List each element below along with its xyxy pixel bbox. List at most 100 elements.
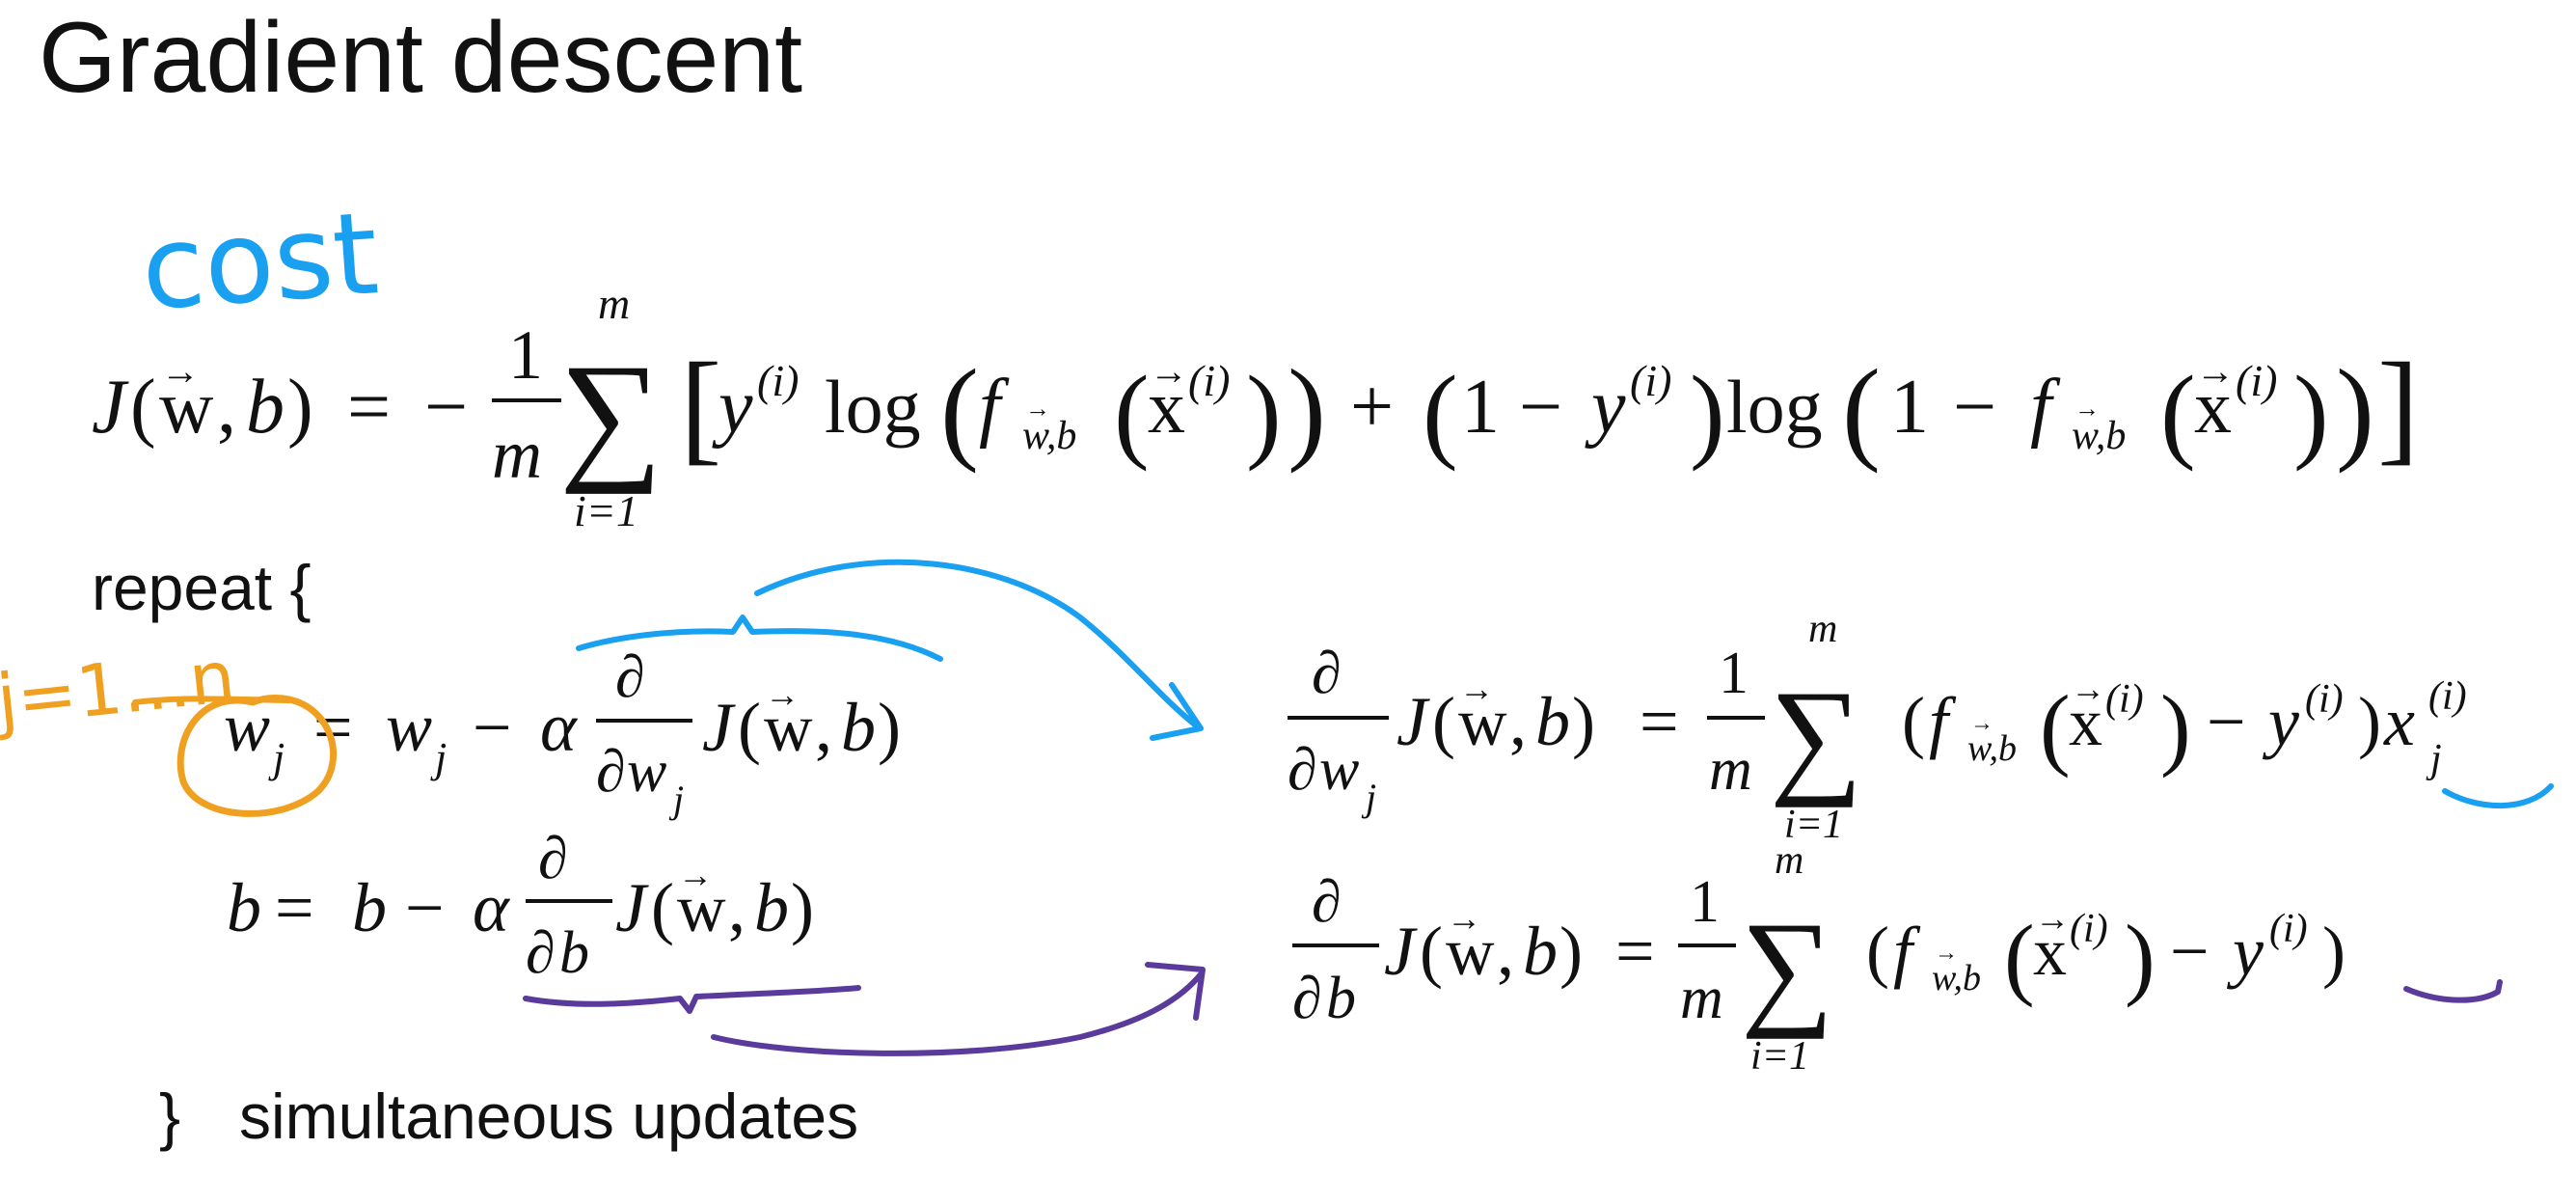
svg-text:b: b [841,689,876,766]
sum-upper-limit: m [598,279,630,328]
svg-text:i=1: i=1 [1784,803,1843,847]
w-vector: w [159,365,213,449]
vector-arrow: → [161,349,200,393]
svg-text:1: 1 [1890,365,1929,450]
svg-text:→: → [765,675,800,714]
svg-text:,: , [728,869,746,946]
slide-title: Gradient descent [39,2,802,114]
svg-text:−: − [1519,365,1562,450]
svg-text:,: , [217,365,236,450]
repeat-label: repeat { [92,552,312,623]
svg-text:,: , [1497,913,1514,990]
svg-text:(i): (i) [2305,677,2344,722]
svg-text:→: → [1459,670,1494,708]
b-var: b [246,365,285,450]
svg-text:−: − [2207,683,2246,760]
log-function: log [1726,365,1823,449]
svg-text:b: b [559,920,589,986]
svg-text:∂: ∂ [1292,966,1322,1031]
svg-text:=: = [1640,683,1679,760]
model-f: f [1893,913,1921,990]
svg-text:∂: ∂ [1312,641,1342,706]
svg-text:=: = [1615,913,1655,990]
svg-text:(i): (i) [1188,356,1230,405]
y-label-var: y [1585,365,1626,450]
svg-text:w: w [1319,737,1359,803]
cost-J: J [1396,683,1430,760]
svg-text:b: b [754,869,789,946]
svg-text:(: ( [2160,354,2196,472]
svg-text:(: ( [2040,676,2071,779]
svg-text:(: ( [651,869,674,946]
svg-text:m: m [1709,737,1752,803]
svg-text:j: j [2426,737,2442,781]
orange-underline-annotation [132,696,292,705]
blue-arrow-annotation [754,559,1199,728]
model-f: f [1929,683,1957,760]
svg-text:→: → [1935,941,1958,966]
summation-sign: ∑ [1770,665,1862,808]
svg-text:∂: ∂ [1312,869,1342,935]
feature-x-j: x [2383,683,2415,760]
svg-text:(i): (i) [2236,356,2277,405]
svg-text:): ) [2358,683,2381,760]
svg-text:]: ] [2377,338,2419,477]
svg-text:w: w [677,872,726,946]
svg-text:): ) [287,365,313,450]
svg-text:(: ( [1902,683,1925,760]
svg-text:1: 1 [1461,365,1500,450]
log-function: log [825,365,921,449]
svg-text:w: w [1458,686,1507,760]
svg-text:b: b [1326,966,1356,1031]
svg-text:[: [ [680,338,721,477]
svg-text:j: j [668,778,684,821]
svg-text:−: − [1953,365,1996,450]
svg-text:(i): (i) [2105,677,2144,722]
svg-text:1: 1 [1719,641,1749,706]
svg-text:): ) [2336,345,2374,474]
svg-text:): ) [1690,354,1725,472]
simultaneous-updates-label: simultaneous updates [239,1080,858,1152]
svg-text:→: → [1025,395,1050,423]
svg-text:): ) [2322,913,2346,990]
purple-arrowhead [1145,962,1206,1021]
svg-text:∂: ∂ [1288,737,1317,803]
plus-sign: + [1350,365,1394,450]
svg-text:x: x [2033,916,2067,990]
svg-text:(: ( [2004,906,2035,1008]
svg-text:w: w [764,692,813,766]
svg-text:w,b: w,b [1932,958,1981,998]
learning-rate-alpha: α [540,689,578,766]
svg-text:): ) [1246,354,1282,472]
svg-text:(: ( [1842,345,1881,474]
svg-text:−: − [473,689,512,766]
cost-J: J [1384,913,1418,990]
svg-text:→: → [1970,711,1993,736]
svg-text:(i): (i) [1630,356,1671,405]
svg-text:j: j [268,734,285,781]
svg-text:∂: ∂ [538,826,568,891]
closing-brace: } [159,1080,180,1152]
model-f: f [2030,365,2061,450]
svg-text:→: → [678,856,713,894]
w-var: w [386,689,432,766]
svg-text:−: − [405,869,445,946]
w-update-rule: w j = w j − α ∂ ∂ w j J ( w → , b ) [224,644,901,821]
b-var: b [227,869,261,946]
model-subscript: w,b [1022,414,1076,458]
svg-text:): ) [2293,354,2329,472]
svg-text:): ) [791,869,814,946]
svg-text:→: → [1447,899,1481,938]
svg-text:(i): (i) [757,356,799,405]
svg-text:∂: ∂ [615,644,645,710]
svg-text:(: ( [738,689,761,766]
svg-text:,: , [815,689,832,766]
svg-text:(i): (i) [2269,907,2308,951]
purple-arrow-annotation [711,971,1204,1056]
svg-text:∂: ∂ [596,739,626,805]
svg-text:(i): (i) [2070,907,2108,951]
svg-text:j: j [1361,776,1376,819]
equals-sign: = [347,365,391,450]
